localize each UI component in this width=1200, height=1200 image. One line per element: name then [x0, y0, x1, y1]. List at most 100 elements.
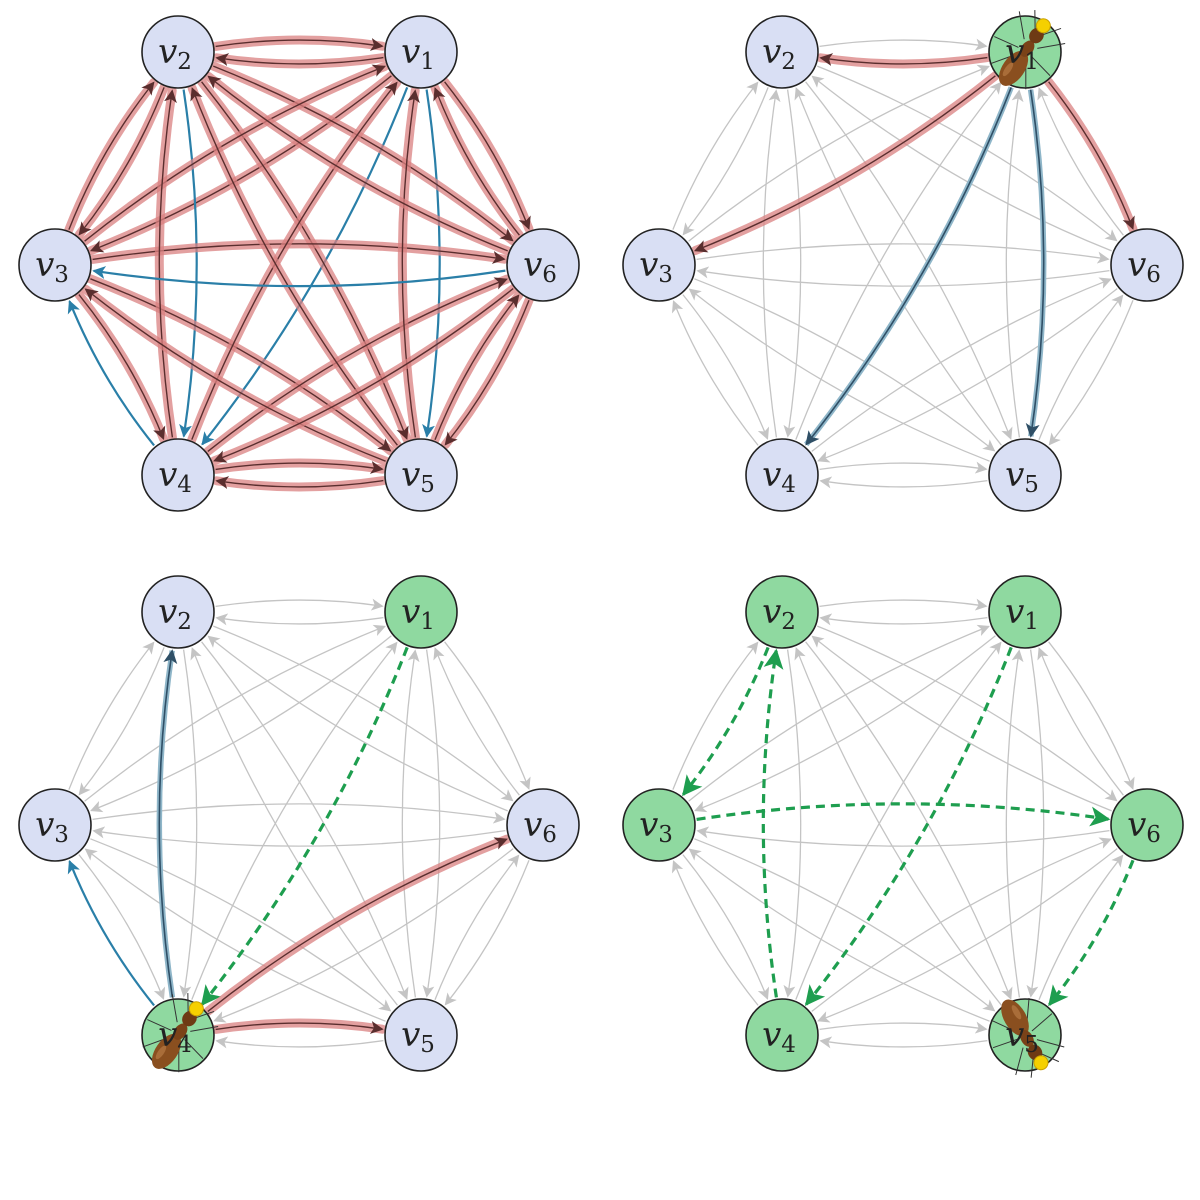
ant-position-marker	[1035, 18, 1051, 34]
node-label: v5	[401, 1015, 435, 1058]
edge-v1-to-v4-tour	[200, 646, 409, 1006]
node-label: v4	[158, 455, 192, 498]
edge-v6-to-v2	[811, 635, 1112, 812]
node-label: v2	[158, 592, 192, 635]
edges	[671, 38, 1134, 489]
edge-v3-to-v6-pheromone	[88, 239, 509, 264]
edge-v4-to-v2-candidate	[156, 649, 178, 998]
node-v6	[506, 788, 580, 862]
edge-v1-to-v3	[694, 635, 996, 813]
highlighted-edges	[690, 53, 1138, 447]
edge-v5-to-v1-pheromone	[397, 86, 420, 442]
edge-v2-to-v6-pheromone	[208, 61, 518, 246]
edge-v4-to-v5	[819, 1021, 988, 1034]
edge-v6-to-v3	[696, 266, 1110, 287]
node-label: v6	[1127, 805, 1161, 848]
edge-v4-to-v5-pheromone	[211, 1018, 387, 1034]
edge-v2-to-v3	[78, 647, 165, 796]
edge-v3-to-v1	[688, 624, 990, 802]
node-v1	[384, 15, 458, 89]
edge-v2-to-v4-candidate	[179, 89, 198, 438]
node-v6	[1110, 228, 1184, 302]
node-label: v6	[523, 805, 557, 848]
edge-v4-to-v1	[795, 641, 1002, 1000]
edge-v1-to-v5	[1026, 649, 1045, 998]
edge-v4-to-v6-pheromone	[203, 274, 512, 456]
edge-v4-to-v3	[671, 860, 759, 1006]
edge-v4-to-v6	[811, 837, 1112, 1012]
edge-v5-to-v6	[434, 854, 520, 1000]
node-v4	[745, 998, 819, 1072]
node-v3	[18, 228, 92, 302]
edge-v2-to-v4	[783, 649, 802, 998]
node-v1	[384, 575, 458, 649]
node-label: v6	[1127, 245, 1161, 288]
edge-v6-to-v4	[213, 848, 514, 1023]
edge-v4-to-v1-pheromone	[187, 78, 402, 445]
ant-layer	[989, 10, 1066, 90]
node-v3	[18, 788, 92, 862]
edge-v1-to-v3-pheromone	[690, 71, 1000, 256]
edge-v6-to-v4	[817, 288, 1118, 463]
edge-v1-to-v6-pheromone	[440, 77, 534, 234]
edge-v3-to-v5	[694, 838, 996, 1012]
edge-v4-to-v6-pheromone	[203, 834, 512, 1016]
edge-v3-to-v2	[672, 641, 759, 790]
node-v3	[622, 228, 696, 302]
edge-v2-to-v4	[179, 649, 198, 998]
edge-v4-to-v5-pheromone	[211, 458, 387, 474]
edge-v5-to-v2	[190, 647, 398, 1006]
nodes	[18, 15, 580, 512]
nodes	[18, 575, 580, 1072]
node-label: v1	[1005, 32, 1039, 75]
edge-v3-to-v5-pheromone	[85, 274, 395, 456]
ant-icon	[990, 997, 1065, 1078]
edge-v5-to-v2-pheromone	[187, 83, 402, 450]
edge-v6-to-v5	[1048, 300, 1134, 446]
node-v3	[622, 788, 696, 862]
edge-v1-to-v4-candidate	[201, 86, 409, 446]
node-label: v5	[1005, 1015, 1039, 1058]
node-v6	[1110, 788, 1184, 862]
edge-v4-to-v2-pheromone	[154, 86, 177, 442]
node-v4	[141, 438, 215, 512]
edge-v4-to-v3-candidate	[67, 299, 155, 447]
nodes	[622, 15, 1184, 512]
edge-v6-to-v5-tour	[1048, 859, 1135, 1007]
edge-v1-to-v5	[422, 649, 441, 998]
edge-v2-to-v5	[805, 81, 1013, 440]
edge-v3-to-v2-pheromone	[64, 78, 159, 235]
node-v4	[745, 438, 819, 512]
edge-v1-to-v5-candidate	[1025, 89, 1047, 438]
edge-v4-to-v1	[795, 81, 1002, 440]
edge-v5-to-v2	[794, 87, 1002, 446]
edge-v6-to-v4-pheromone	[209, 284, 518, 466]
ant-position-marker	[188, 1001, 204, 1017]
node-label: v3	[35, 245, 69, 288]
edge-v3-to-v4	[78, 854, 166, 1000]
edge-v2-to-v3	[682, 87, 769, 236]
edge-v5-to-v6	[1038, 294, 1124, 440]
node-label: v4	[762, 1015, 796, 1058]
edge-v3-to-v1	[688, 64, 990, 242]
edge-v6-to-v1	[1037, 87, 1124, 236]
edge-v6-to-v3	[696, 826, 1110, 847]
edge-v1-to-v4-tour	[804, 646, 1013, 1006]
edge-v6-to-v1	[433, 647, 520, 796]
edges	[671, 598, 1135, 1049]
edge-v3-to-v1	[84, 624, 386, 802]
ant-layer	[990, 997, 1065, 1078]
edge-v4-to-v2-tour	[761, 648, 784, 998]
edge-v3-to-v4	[682, 854, 770, 1000]
edge-v2-to-v5	[805, 641, 1013, 1000]
node-v2	[141, 15, 215, 89]
edge-v1-to-v2-pheromone	[816, 53, 992, 69]
edge-v6-to-v2-pheromone	[203, 71, 513, 256]
edge-v2-to-v3-pheromone	[74, 82, 169, 239]
edge-v3-to-v5	[90, 838, 392, 1012]
edge-v1-to-v4-candidate	[804, 86, 1014, 447]
